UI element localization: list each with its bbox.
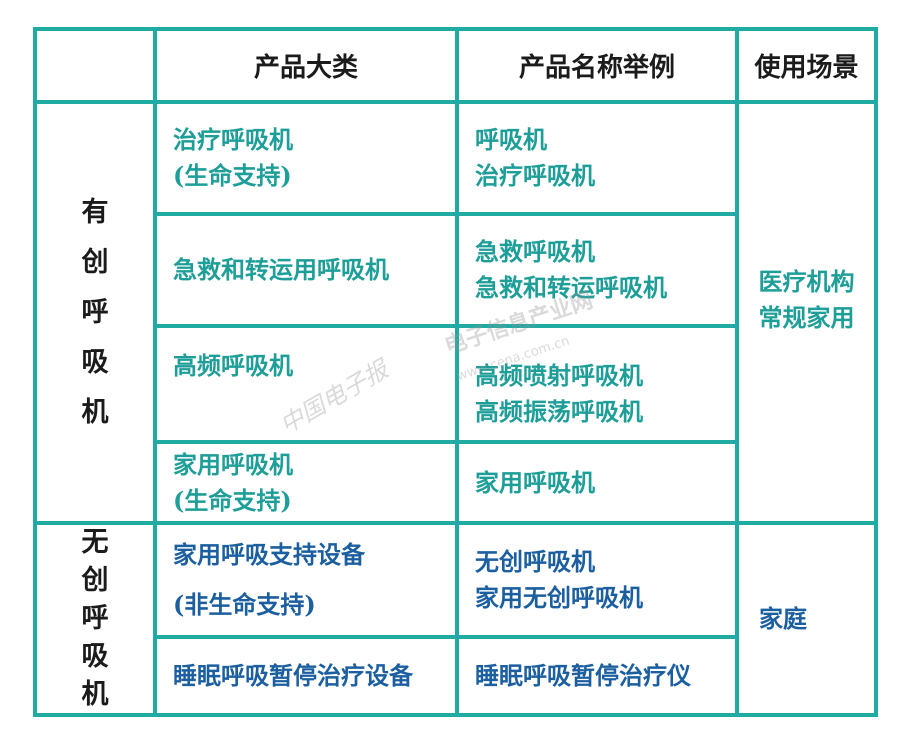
category-line: (非生命支持) <box>173 590 316 619</box>
example-line: 家用呼吸机 <box>475 467 595 497</box>
example-line: 治疗呼吸机 <box>475 161 595 190</box>
header-examples-text: 产品名称举例 <box>518 53 675 83</box>
example-line: 睡眠呼吸暂停治疗仪 <box>475 661 691 690</box>
category-line: (生命支持) <box>173 161 292 190</box>
example-line: 急救呼吸机 <box>475 237 595 266</box>
example-line: 急救和转运呼吸机 <box>475 273 667 302</box>
grid-line <box>155 212 737 216</box>
group-label-char: 创 <box>81 246 109 278</box>
group-label-char: 无 <box>81 527 109 558</box>
header-category-text: 产品大类 <box>253 53 358 83</box>
category-cell: 急救和转运用呼吸机 <box>157 216 455 324</box>
category-cell: 治疗呼吸机 (生命支持) <box>157 104 455 212</box>
grid-line <box>874 27 878 717</box>
category-line: 家用呼吸机 <box>173 449 293 479</box>
examples-cell: 高频喷射呼吸机 高频振荡呼吸机 <box>459 328 735 440</box>
category-line: 治疗呼吸机 <box>173 125 293 154</box>
category-line: 家用呼吸支持设备 <box>173 540 365 569</box>
header-scenario-text: 使用场景 <box>754 53 859 83</box>
category-cell: 家用呼吸支持设备 (非生命支持) <box>157 525 455 635</box>
header-category: 产品大类 <box>157 31 455 100</box>
group-label-char: 机 <box>81 679 109 710</box>
grid-line <box>153 27 157 717</box>
category-cell: 家用呼吸机 (生命支持) <box>157 444 455 521</box>
scenario-line: 常规家用 <box>758 303 855 332</box>
ventilator-classification-table: 产品大类 产品名称举例 使用场景 有 创 呼 吸 机 治疗呼吸机 (生命支持) … <box>33 27 878 717</box>
category-line: (生命支持) <box>173 485 292 515</box>
example-line: 高频振荡呼吸机 <box>475 397 643 426</box>
group-label-invasive: 有 创 呼 吸 机 <box>37 104 153 521</box>
category-line: 急救和转运用呼吸机 <box>173 255 389 284</box>
example-line: 高频喷射呼吸机 <box>475 361 643 390</box>
group-label-char: 机 <box>81 396 109 428</box>
scenario-cell-invasive: 医疗机构 常规家用 <box>739 104 874 521</box>
category-cell: 高频呼吸机 <box>157 328 455 440</box>
category-line: 睡眠呼吸暂停治疗设备 <box>173 661 413 690</box>
group-label-char: 吸 <box>81 641 109 672</box>
examples-cell: 睡眠呼吸暂停治疗仪 <box>459 639 735 713</box>
scenario-line: 医疗机构 <box>758 267 855 296</box>
header-examples: 产品名称举例 <box>459 31 735 100</box>
scenario-cell-noninvasive: 家庭 <box>739 525 874 713</box>
grid-line <box>735 27 739 717</box>
examples-cell: 家用呼吸机 <box>459 444 735 521</box>
category-line: 高频呼吸机 <box>173 351 293 380</box>
grid-line <box>155 635 737 639</box>
example-line: 呼吸机 <box>475 125 547 154</box>
group-label-char: 呼 <box>81 603 109 634</box>
grid-line <box>33 27 37 717</box>
grid-line <box>155 440 737 444</box>
grid-line <box>455 27 459 717</box>
example-line: 无创呼吸机 <box>475 547 595 576</box>
grid-line <box>155 324 737 328</box>
category-cell: 睡眠呼吸暂停治疗设备 <box>157 639 455 713</box>
group-label-char: 有 <box>81 196 109 228</box>
group-label-char: 创 <box>81 565 109 596</box>
header-scenario: 使用场景 <box>739 31 874 100</box>
scenario-line: 家庭 <box>759 604 807 633</box>
group-label-char: 呼 <box>81 296 109 328</box>
examples-cell: 急救呼吸机 急救和转运呼吸机 <box>459 216 735 324</box>
group-label-noninvasive: 无 创 呼 吸 机 <box>37 525 153 713</box>
examples-cell: 呼吸机 治疗呼吸机 <box>459 104 735 212</box>
group-label-char: 吸 <box>81 346 109 378</box>
example-line: 家用无创呼吸机 <box>475 583 643 612</box>
examples-cell: 无创呼吸机 家用无创呼吸机 <box>459 525 735 635</box>
